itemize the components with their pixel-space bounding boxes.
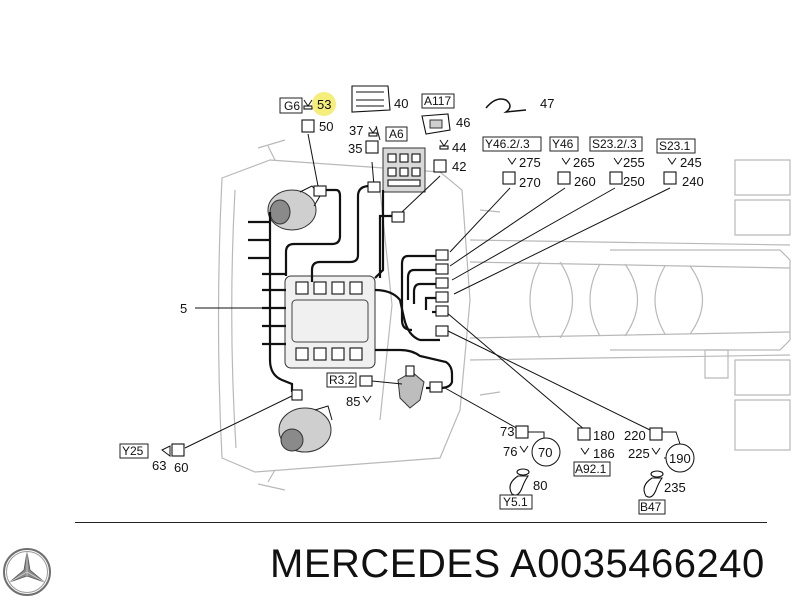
callout-265: 265 — [573, 155, 595, 170]
fuse-box — [382, 147, 426, 193]
ref-r3-2: R3.2 — [329, 373, 355, 387]
injection-pump — [397, 365, 425, 409]
leader-lines — [184, 125, 671, 449]
ref-b47: B47 — [640, 500, 662, 514]
callout-73: 73 — [500, 424, 514, 439]
ref-a117: A117 — [424, 94, 451, 108]
callout-255: 255 — [623, 155, 645, 170]
callout-53: 53 — [317, 97, 331, 112]
ref-g6: G6 — [284, 99, 300, 113]
vehicle-outline — [217, 139, 791, 491]
callout-186: 186 — [593, 446, 615, 461]
ref-a92-1: A92.1 — [575, 462, 607, 476]
callout-225: 225 — [628, 446, 650, 461]
circle-callouts — [528, 431, 695, 473]
callout-220: 220 — [624, 428, 646, 443]
callout-70: 70 — [538, 445, 552, 460]
ref-s23-1: S23.1 — [659, 139, 691, 153]
brand-name: MERCEDES — [270, 542, 501, 586]
callout-37: 37 — [349, 123, 363, 138]
callout-numbers: 5 53 50 40 37 35 46 47 44 42 275 270 265… — [152, 96, 704, 495]
callout-76: 76 — [503, 444, 517, 459]
wiring-harness — [248, 184, 454, 392]
mercedes-star-icon — [3, 548, 51, 596]
callout-275: 275 — [519, 155, 541, 170]
callout-47: 47 — [540, 96, 554, 111]
ref-y25: Y25 — [122, 444, 144, 458]
callout-260: 260 — [574, 174, 596, 189]
callout-245: 245 — [680, 155, 702, 170]
alternator — [267, 185, 321, 231]
ref-a6: A6 — [389, 127, 404, 141]
harness-connectors — [291, 181, 449, 401]
ref-s23-2: S23.2/.3 — [592, 137, 637, 151]
reference-labels: G6 A117 A6 Y46.2/.3 Y46 S23.2/.3 S23.1 R… — [119, 93, 696, 515]
callout-240: 240 — [682, 174, 704, 189]
control-unit — [284, 275, 376, 369]
divider-line — [75, 522, 767, 523]
callout-60: 60 — [174, 460, 188, 475]
callout-5: 5 — [180, 301, 187, 316]
callout-235: 235 — [664, 480, 686, 495]
callout-63: 63 — [152, 458, 166, 473]
callout-35: 35 — [348, 141, 362, 156]
callout-44: 44 — [452, 140, 466, 155]
callout-250: 250 — [623, 174, 645, 189]
product-title: MERCEDES A0035466240 — [270, 542, 765, 587]
part-number: A0035466240 — [510, 542, 765, 586]
callout-40: 40 — [394, 96, 408, 111]
ref-y46: Y46 — [552, 137, 574, 151]
ref-y5-1: Y5.1 — [503, 495, 528, 509]
connector-symbols — [161, 85, 677, 498]
callout-42: 42 — [452, 159, 466, 174]
callout-85: 85 — [346, 394, 360, 409]
callout-50: 50 — [319, 119, 333, 134]
ref-y46-2: Y46.2/.3 — [485, 137, 530, 151]
highlight-53 — [312, 92, 336, 116]
callout-80: 80 — [533, 478, 547, 493]
callout-46: 46 — [456, 115, 470, 130]
callout-190: 190 — [669, 451, 691, 466]
callout-270: 270 — [519, 175, 541, 190]
callout-180: 180 — [593, 428, 615, 443]
compressor — [278, 405, 333, 453]
